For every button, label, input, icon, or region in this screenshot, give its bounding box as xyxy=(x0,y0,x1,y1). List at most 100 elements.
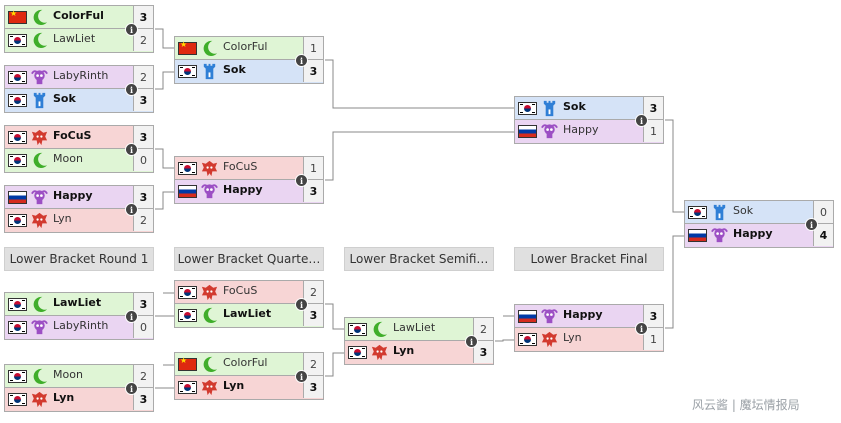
match-info-icon[interactable]: i xyxy=(295,370,308,383)
flag-kr-icon xyxy=(348,346,367,359)
flag-kr-icon xyxy=(688,206,707,219)
round-header-lower-final: Lower Bracket Final xyxy=(514,247,664,271)
player-score: 3 xyxy=(133,293,153,315)
skull-icon xyxy=(540,122,559,141)
orc-icon xyxy=(200,283,219,302)
match-info-icon[interactable]: i xyxy=(125,23,138,36)
player-name: Lyn xyxy=(53,391,75,404)
match-info-icon[interactable]: i xyxy=(125,143,138,156)
player-score: 3 xyxy=(133,126,153,148)
flag-cn-icon xyxy=(8,9,27,24)
round-header-lower-quarterfinal: Lower Bracket Quarte… xyxy=(174,247,324,271)
round-header-lower-semifinal: Lower Bracket Semifi… xyxy=(344,247,494,271)
moon-icon xyxy=(30,31,49,50)
orc-icon xyxy=(30,390,49,409)
player-score: 1 xyxy=(303,157,323,179)
flag-kr-icon xyxy=(178,65,197,78)
player-slot[interactable]: Lyn 3 xyxy=(5,388,153,411)
match-info-icon[interactable]: i xyxy=(125,83,138,96)
match-info-icon[interactable]: i xyxy=(295,54,308,67)
moon-icon xyxy=(200,306,219,325)
player-score: 2 xyxy=(473,318,493,340)
player-score: 3 xyxy=(133,6,153,28)
match-info-icon[interactable]: i xyxy=(465,335,478,348)
flag-kr-icon xyxy=(8,321,27,334)
match-info-icon[interactable]: i xyxy=(125,310,138,323)
player-score: 2 xyxy=(303,281,323,303)
player-name: FoCuS xyxy=(53,129,92,142)
flag-kr-icon xyxy=(8,34,27,47)
tower-icon xyxy=(200,62,219,81)
match-info-icon[interactable]: i xyxy=(635,322,648,335)
match-info-icon[interactable]: i xyxy=(805,218,818,231)
player-score: 3 xyxy=(133,388,153,410)
flag-ru-icon xyxy=(518,125,537,138)
player-score: 2 xyxy=(133,66,153,88)
player-name: Lyn xyxy=(563,331,582,344)
orc-icon xyxy=(200,159,219,178)
flag-kr-icon xyxy=(348,323,367,336)
player-score: 3 xyxy=(303,376,323,398)
player-score: 3 xyxy=(473,341,493,363)
flag-kr-icon xyxy=(518,102,537,115)
flag-kr-icon xyxy=(178,286,197,299)
match-info-icon[interactable]: i xyxy=(125,382,138,395)
player-name: Moon xyxy=(53,152,83,165)
match-info-icon[interactable]: i xyxy=(635,114,648,127)
orc-icon xyxy=(30,211,49,230)
moon-icon xyxy=(30,8,49,27)
player-slot[interactable]: FoCuS 3 xyxy=(5,126,153,149)
skull-icon xyxy=(30,68,49,87)
match-info-icon[interactable]: i xyxy=(295,298,308,311)
moon-icon xyxy=(30,367,49,386)
player-score: 0 xyxy=(813,201,833,223)
match-info-icon[interactable]: i xyxy=(295,174,308,187)
skull-icon xyxy=(710,226,729,245)
flag-cn-icon xyxy=(178,40,197,55)
player-score: 3 xyxy=(133,186,153,208)
player-name: Sok xyxy=(563,100,586,113)
match-info-icon[interactable]: i xyxy=(125,203,138,216)
